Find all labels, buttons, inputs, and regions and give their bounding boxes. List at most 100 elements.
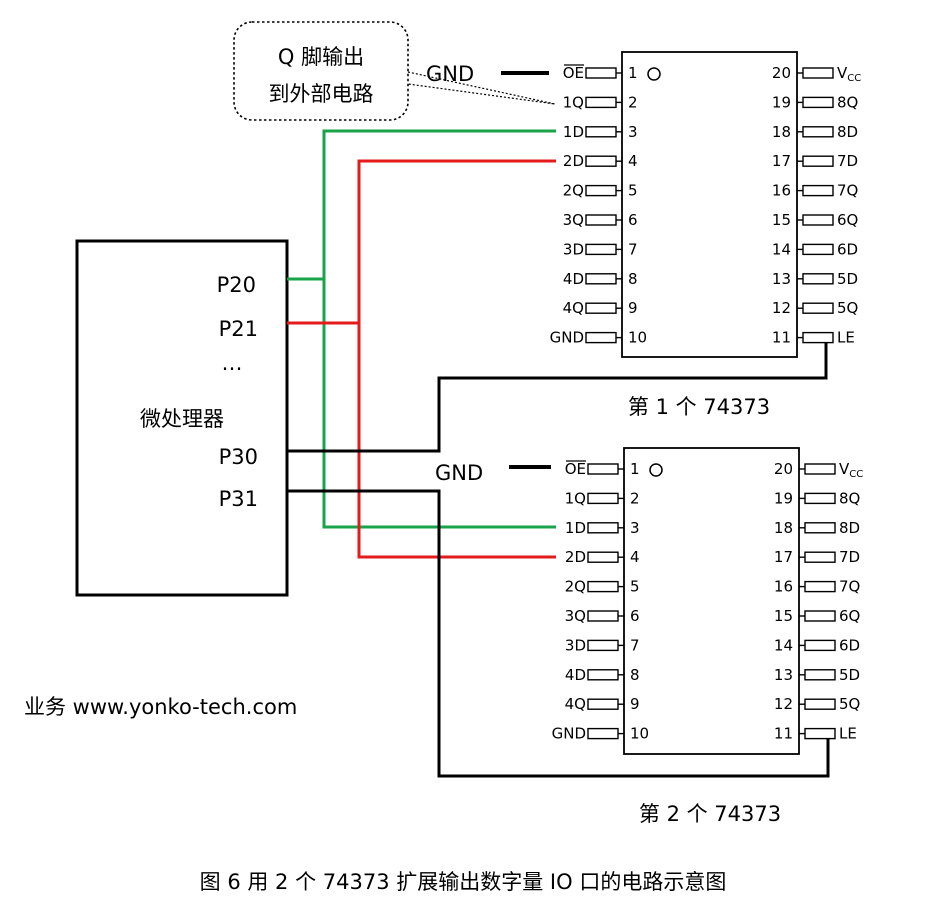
port-p21: P21 [219,317,258,341]
chip2-left-pin-num-8: 8 [630,666,640,684]
chip2-left-pin-2 [587,492,619,505]
chip2-left-pin-4 [587,551,619,563]
chip1-right-pin-name-13: 5D [837,270,858,288]
chip1-right-pin-num-20: 20 [772,64,791,82]
port-p20: P20 [217,273,256,297]
chip1-left-pin-name-6: 3Q [563,211,584,229]
chip1-left-pin-num-3: 3 [628,123,638,141]
chip2-right-pin-num-12: 12 [774,695,793,713]
chip1-left-pin-num-7: 7 [628,240,638,258]
chip2-left-pin-num-9: 9 [630,695,640,713]
chip2-right-pin-name-18: 8D [839,519,860,537]
chip2-right-pin-13 [804,669,836,681]
chip1-right-pin-name-16: 7Q [837,182,858,200]
chip1-left-pin-num-8: 8 [628,270,638,288]
chip2-right-pin-num-20: 20 [774,460,793,478]
chip2-left-pin-num-1: 1 [630,460,640,478]
chip1-body [621,51,798,358]
chip2-right-pin-15 [804,610,836,622]
chip2-right-pin-name-16: 7Q [839,578,860,596]
chip1-right-pin-19 [802,96,834,109]
chip1-left-pin-6 [585,214,617,226]
chip2-caption: 第 2 个 74373 [639,802,781,826]
chip2-right-pin-num-16: 16 [774,578,793,596]
chip2-left-pin-num-10: 10 [630,725,649,743]
chip1-right-pin-17 [802,155,834,167]
wires [287,71,830,778]
chip1-vcc-subscript: CC [847,73,861,84]
callout-line1: Q 脚输出 [278,45,364,69]
chip1-right-pin-14 [802,243,834,256]
chip2-left-pin-num-7: 7 [630,636,640,654]
chip2-left-pin-num-2: 2 [630,489,640,507]
chip1-right-pin-num-15: 15 [772,211,791,229]
figure-caption: 图 6 用 2 个 74373 扩展输出数字量 IO 口的电路示意图 [200,870,727,894]
chip1-left-pin-num-10: 10 [628,329,647,347]
chip1-left-pin-name-5: 2Q [563,182,584,200]
callout-bubble [233,21,409,121]
chip2-right-pin-19 [804,492,836,505]
chip1-right-pin-18 [802,126,834,138]
chip2-left-pin-num-6: 6 [630,607,640,625]
chip2-left-pin-1 [587,463,619,475]
chip1-left-pin-name-9: 4Q [563,299,584,317]
chip2-right-pin-num-18: 18 [774,519,793,537]
chip2-left-pin-name-4: 2D [565,548,586,566]
chip2-left-pin-9 [587,698,619,710]
chip2-left-pin-name-8: 4D [565,666,586,684]
chip2-left-pin-name-9: 4Q [565,695,586,713]
chip1-right-pin-name-17: 7D [837,152,858,170]
chip1-right-pin-name-19: 8Q [837,93,858,111]
chip2-left-pin-name-6: 3Q [565,607,586,625]
chip1-right-pin-name-11: LE [837,329,855,347]
mcu-label: 微处理器 [140,407,224,431]
chip2-right-pin-name-19: 8Q [839,489,860,507]
chip1-right-pin-15 [802,214,834,226]
chip2-right-pin-name-11: LE [839,725,857,743]
chip2-right-pin-num-17: 17 [774,548,793,566]
microprocessor: P20 P21 … 微处理器 P30 P31 [75,239,289,597]
chip2-right-pin-name-12: 5Q [839,695,860,713]
chip1-right-pin-name-12: 5Q [837,299,858,317]
chip1-right-pin-name-20: VCC [837,64,861,84]
chip1-left-pin-name-1: OE [563,64,584,82]
wire-p21-2d [357,159,556,559]
chip2-left-pin-name-3: 1D [565,519,586,537]
chip1-left-pin-5 [585,184,617,197]
chip2-left-pin-3 [587,522,619,534]
chip1-right-pin-name-18: 8D [837,123,858,141]
chip1-right-pin-num-11: 11 [772,329,791,347]
chip2-right-pin-name-17: 7D [839,548,860,566]
chip2-pin1-marker [649,463,663,477]
chip2-left-pin-num-3: 3 [630,519,640,537]
chip2-right-pin-name-15: 6Q [839,607,860,625]
chip1-left-pin-8 [585,273,617,285]
chip1-right-pin-12 [802,302,834,314]
chip1-left-pin-4 [585,155,617,167]
chip2-right-pin-17 [804,551,836,563]
chip2-right-pin-14 [804,639,836,652]
chip2-left-pin-6 [587,610,619,622]
chip2-left-pin-name-2: 1Q [565,489,586,507]
chip1-left-pin-3 [585,126,617,138]
chip2-left-pin-name-1: OE [565,460,586,478]
gnd-label-chip1: GND [426,62,474,86]
chip1-left-pin-num-9: 9 [628,299,638,317]
chip1-left-pin-num-4: 4 [628,152,638,170]
chip2-right-pin-18 [804,522,836,534]
chip2-right-pin-num-11: 11 [774,725,793,743]
chip1-right-pin-num-12: 12 [772,299,791,317]
chip1-right-pin-16 [802,184,834,197]
mcu-box [75,239,289,597]
callout: Q 脚输出 到外部电路 [233,21,556,121]
chip2-right-pin-name-20: VCC [839,460,863,480]
chip1-left-pin-name-8: 4D [563,270,584,288]
chip2-right-pin-name-13: 5D [839,666,860,684]
wire-p31-le2 [287,489,830,778]
chip1-left-pin-7 [585,243,617,256]
chip2-left-pin-name-10: GND [552,725,586,743]
chip1-right-pin-name-15: 6Q [837,211,858,229]
